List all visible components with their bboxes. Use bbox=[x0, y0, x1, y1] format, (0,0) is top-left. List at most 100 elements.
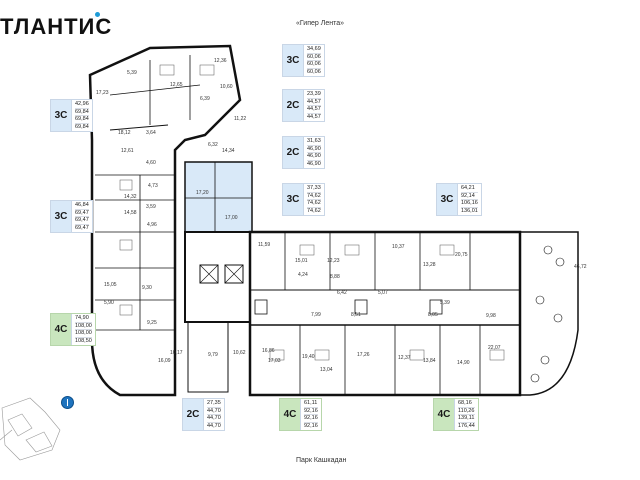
badge-values: 27,35 44,70 44,70 44,70 bbox=[203, 399, 224, 431]
room-area-label: 12,65 bbox=[170, 82, 183, 88]
room-area-label: 9,98 bbox=[486, 313, 496, 319]
area-value: 108,50 bbox=[75, 337, 92, 344]
badge-type: 2С bbox=[183, 399, 203, 431]
area-value: 69,47 bbox=[75, 209, 89, 218]
site-map-inset bbox=[0, 397, 61, 461]
room-area-label: 12,61 bbox=[121, 148, 134, 154]
room-area-label: 5,39 bbox=[127, 70, 137, 76]
right-block bbox=[248, 230, 522, 397]
area-value: 60,06 bbox=[307, 61, 321, 69]
logo-accent-dot bbox=[95, 12, 100, 17]
room-area-label: 4,60 bbox=[146, 160, 156, 166]
room-area-label: 10,17 bbox=[170, 350, 183, 356]
badge-type: 4С bbox=[51, 314, 71, 346]
area-value: 44,57 bbox=[307, 98, 321, 107]
badge-type: 2С bbox=[283, 137, 303, 169]
badge-type: 4С bbox=[434, 399, 454, 431]
area-value: 46,90 bbox=[307, 153, 321, 161]
top-street-caption: «Гипер Лента» bbox=[296, 20, 344, 27]
area-value: 139,11 bbox=[458, 415, 475, 423]
badge-4c-bottom[interactable]: 4С 61,11 92,16 92,16 92,16 bbox=[279, 398, 322, 432]
area-value: 64,21 bbox=[461, 185, 478, 193]
area-value: 106,16 bbox=[461, 200, 478, 208]
room-area-label: 13,84 bbox=[423, 358, 436, 364]
room-area-label: 3,59 bbox=[146, 204, 156, 210]
badge-3c-middle[interactable]: 3С 37,33 74,62 74,62 74,62 bbox=[282, 183, 325, 217]
area-value: 176,44 bbox=[458, 422, 475, 429]
area-value: 37,33 bbox=[307, 185, 321, 193]
room-area-label: 4,73 bbox=[148, 183, 158, 189]
room-area-label: 10,62 bbox=[233, 350, 246, 356]
area-value: 108,00 bbox=[75, 322, 92, 331]
room-area-label: 4,24 bbox=[298, 272, 308, 278]
room-area-label: 12,36 bbox=[214, 58, 227, 64]
room-area-label: 5,07 bbox=[378, 290, 388, 296]
room-area-label: 17,03 bbox=[268, 358, 281, 364]
area-value: 34,69 bbox=[307, 46, 321, 54]
room-area-label: 10,37 bbox=[392, 244, 405, 250]
area-value: 44,70 bbox=[207, 407, 221, 416]
compass-icon bbox=[61, 396, 74, 409]
room-area-label: 16,86 bbox=[262, 348, 275, 354]
badge-4c-bottom-right[interactable]: 4С 68,16 110,26 139,11 176,44 bbox=[433, 398, 479, 432]
room-area-label: 16,09 bbox=[158, 358, 171, 364]
room-area-label: 4,96 bbox=[147, 222, 157, 228]
room-area-label: 5,90 bbox=[104, 300, 114, 306]
room-area-label: 17,26 bbox=[357, 352, 370, 358]
room-area-label: 10,60 bbox=[220, 84, 233, 90]
room-area-label: 14,90 bbox=[457, 360, 470, 366]
room-area-label: 7,99 bbox=[311, 312, 321, 318]
badge-2c-middle[interactable]: 2С 31,63 46,90 46,90 46,90 bbox=[282, 136, 325, 170]
highlighted-apartment bbox=[184, 161, 253, 233]
badge-3c-left-middle[interactable]: 3С 46,84 69,47 69,47 69,47 bbox=[50, 200, 93, 234]
badge-values: 42,96 69,84 69,84 69,84 bbox=[71, 100, 92, 132]
room-area-label: 8,51 bbox=[351, 312, 361, 318]
badge-type: 3С bbox=[437, 184, 457, 216]
badge-2c-upper[interactable]: 2С 23,39 44,57 44,57 44,57 bbox=[282, 89, 325, 123]
room-area-label: 14,34 bbox=[222, 148, 235, 154]
area-value: 74,62 bbox=[307, 200, 321, 208]
central-core bbox=[184, 231, 251, 393]
area-value: 108,00 bbox=[75, 330, 92, 338]
badge-3c-left-top[interactable]: 3С 42,96 69,84 69,84 69,84 bbox=[50, 99, 93, 133]
area-value: 92,14 bbox=[461, 193, 478, 201]
area-value: 69,84 bbox=[75, 123, 89, 130]
area-value: 27,35 bbox=[207, 400, 221, 408]
area-value: 68,16 bbox=[458, 400, 475, 408]
badge-type: 4С bbox=[280, 399, 300, 431]
area-value: 46,90 bbox=[307, 160, 321, 167]
room-area-label: 12,37 bbox=[398, 355, 411, 361]
badge-values: 34,69 60,06 60,06 60,06 bbox=[303, 45, 324, 77]
area-value: 60,06 bbox=[307, 53, 321, 62]
badge-4c-left[interactable]: 4С 74,90 108,00 108,00 108,50 bbox=[50, 313, 96, 347]
room-area-label: 17,00 bbox=[225, 215, 238, 221]
badge-values: 61,11 92,16 92,16 92,16 bbox=[300, 399, 321, 431]
area-value: 42,96 bbox=[75, 101, 89, 109]
room-area-label: 9,79 bbox=[208, 352, 218, 358]
area-value: 46,90 bbox=[307, 145, 321, 154]
room-area-label: 20,75 bbox=[455, 252, 468, 258]
room-area-label: 19,40 bbox=[302, 354, 315, 360]
room-area-label: 46,72 bbox=[574, 264, 587, 270]
room-area-label: 11,59 bbox=[258, 242, 271, 248]
area-value: 44,57 bbox=[307, 106, 321, 114]
badge-values: 68,16 110,26 139,11 176,44 bbox=[454, 399, 478, 431]
badge-3c-top[interactable]: 3С 34,69 60,06 60,06 60,06 bbox=[282, 44, 325, 78]
room-area-label: 15,01 bbox=[295, 258, 308, 264]
badge-3c-right[interactable]: 3С 64,21 92,14 106,16 136,01 bbox=[436, 183, 482, 217]
area-value: 44,70 bbox=[207, 422, 221, 429]
room-area-label: 11,22 bbox=[234, 116, 247, 122]
area-value: 74,62 bbox=[307, 192, 321, 201]
room-area-label: 13,04 bbox=[320, 367, 333, 373]
room-area-label: 5,39 bbox=[440, 300, 450, 306]
badge-type: 2С bbox=[283, 90, 303, 122]
terrace-area bbox=[519, 231, 579, 396]
area-value: 44,70 bbox=[207, 415, 221, 423]
badge-values: 74,90 108,00 108,00 108,50 bbox=[71, 314, 95, 346]
room-area-label: 17,23 bbox=[96, 90, 109, 96]
badge-2c-bottom[interactable]: 2С 27,35 44,70 44,70 44,70 bbox=[182, 398, 225, 432]
room-area-label: 8,05 bbox=[428, 312, 438, 318]
area-value: 92,16 bbox=[304, 422, 318, 429]
area-value: 69,84 bbox=[75, 116, 89, 124]
